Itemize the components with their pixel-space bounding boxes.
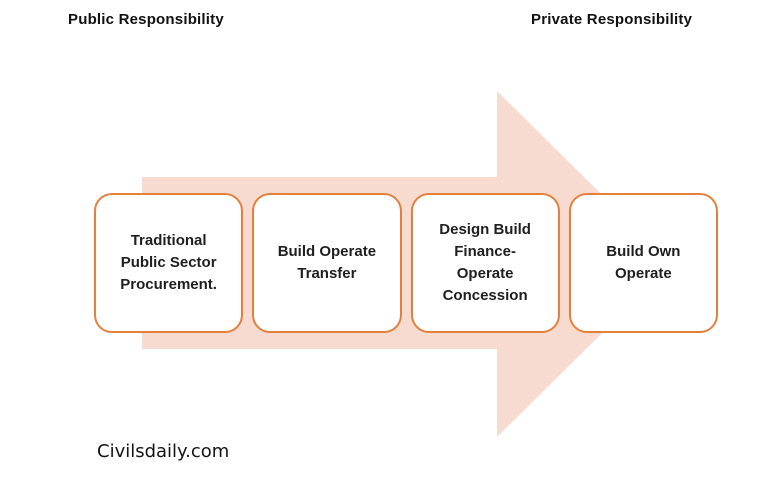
- stage-label-traditional-procurement: Traditional Public Sector Procurement.: [120, 232, 217, 293]
- right-block-arrow-shape: [142, 91, 672, 437]
- stage-label-build-own-operate: Build Own Operate: [606, 243, 681, 282]
- stage-box-build-operate-transfer: Build Operate Transfer: [252, 193, 402, 333]
- stage-box-build-own-operate: Build Own Operate: [568, 193, 718, 333]
- stage-label-build-operate-transfer: Build Operate Transfer: [277, 243, 377, 282]
- stages-row: Traditional Public Sector Procurement. B…: [94, 193, 718, 333]
- private-responsibility-heading: Private Responsibility: [531, 11, 693, 28]
- stage-label-design-build-finance-operate-concession: Design Build Finance- Operate Concession: [439, 221, 531, 304]
- stage-box-traditional-procurement: Traditional Public Sector Procurement.: [94, 193, 244, 333]
- stage-box-design-build-finance-operate-concession: Design Build Finance- Operate Concession: [410, 193, 560, 333]
- public-responsibility-heading: Public Responsibility: [68, 11, 224, 28]
- watermark-civilsdaily: Civilsdaily.com: [97, 441, 230, 462]
